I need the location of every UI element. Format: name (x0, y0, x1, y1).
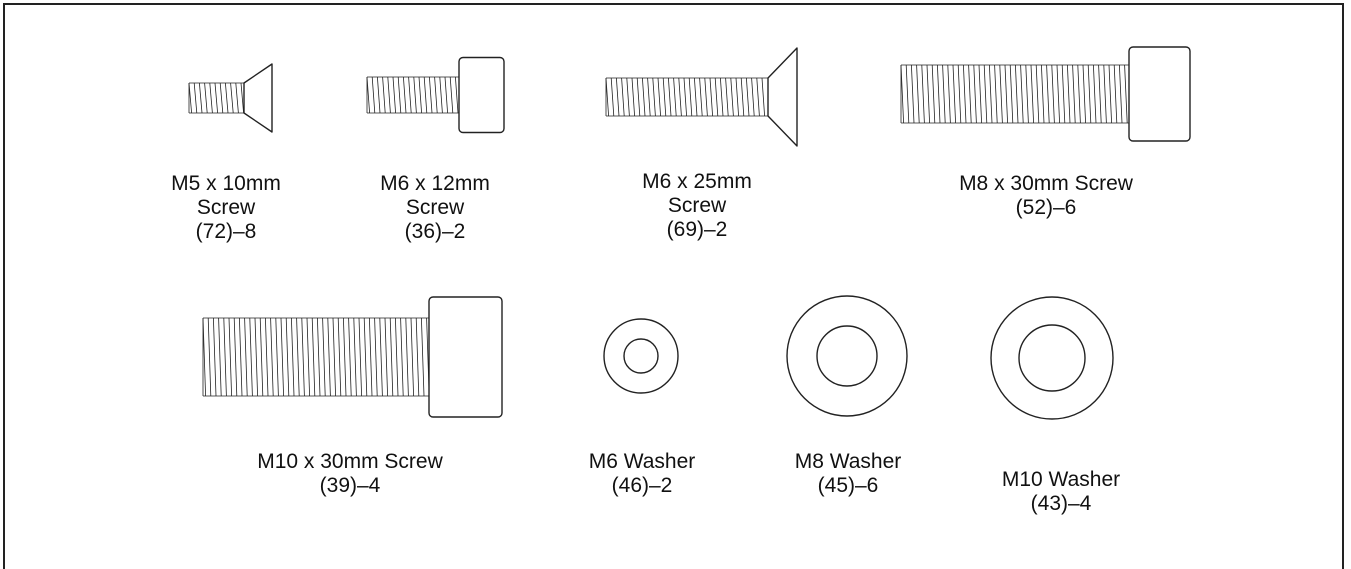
m10x30-screw-drawing (202, 296, 503, 418)
part-size: M5 x 10mm (171, 172, 281, 195)
part-ref-qty: (36)–2 (404, 220, 466, 243)
m8x30-screw-drawing (900, 46, 1191, 142)
part-size: M10 x 30mm Screw (257, 450, 443, 473)
part-kind: Screw (405, 196, 465, 219)
part-label-m10x30: M10 x 30mm Screw (39)–4 (257, 450, 443, 498)
m6x25-screw-drawing (605, 47, 798, 147)
part-label-m8x30: M8 x 30mm Screw (52)–6 (959, 172, 1133, 220)
part-label-m6x12: M6 x 12mm Screw (36)–2 (380, 172, 490, 244)
part-ref-qty: (46)–2 (611, 474, 673, 497)
m5x10-screw-drawing (188, 63, 273, 133)
part-ref-qty: (39)–4 (319, 474, 381, 497)
part-kind: Screw (196, 196, 256, 219)
part-size: M6 x 12mm (380, 172, 490, 195)
part-size: M8 x 30mm Screw (959, 172, 1133, 195)
part-ref-qty: (43)–4 (1030, 492, 1092, 515)
m6x12-screw-drawing (366, 56, 505, 134)
part-label-m6w: M6 Washer (46)–2 (589, 450, 696, 498)
part-ref-qty: (69)–2 (666, 218, 728, 241)
part-label-m5x10: M5 x 10mm Screw (72)–8 (171, 172, 281, 244)
m8w-washer-drawing (786, 295, 908, 417)
m6w-washer-drawing (603, 318, 679, 394)
part-size: M8 Washer (794, 450, 902, 473)
m10w-washer-drawing (990, 296, 1114, 420)
part-label-m8w: M8 Washer (45)–6 (795, 450, 902, 498)
part-kind: Screw (667, 194, 727, 217)
part-label-m6x25: M6 x 25mm Screw (69)–2 (642, 170, 752, 242)
part-ref-qty: (45)–6 (817, 474, 879, 497)
part-size: M6 Washer (588, 450, 696, 473)
part-label-m10w: M10 Washer (43)–4 (1002, 468, 1120, 516)
part-ref-qty: (52)–6 (1015, 196, 1077, 219)
parts-frame (3, 3, 1344, 569)
part-size: M6 x 25mm (642, 170, 752, 193)
part-ref-qty: (72)–8 (195, 220, 257, 243)
part-size: M10 Washer (1001, 468, 1121, 491)
